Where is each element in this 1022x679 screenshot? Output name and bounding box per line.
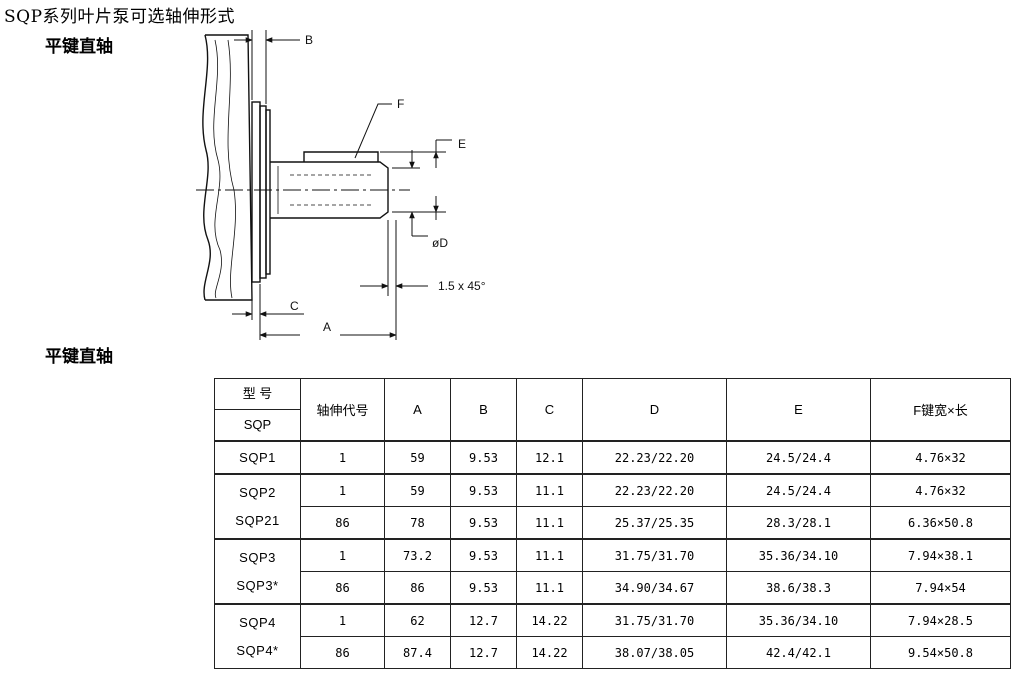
cell-e: 28.3/28.1 bbox=[726, 506, 871, 540]
cell-code: 86 bbox=[300, 506, 385, 540]
cell-f: 6.36×50.8 bbox=[870, 506, 1011, 540]
header-a: A bbox=[384, 378, 451, 442]
cell-c: 14.22 bbox=[516, 603, 583, 637]
cell-b: 9.53 bbox=[450, 538, 517, 572]
table-row: 86 87.4 12.7 14.22 38.07/38.05 42.4/42.1… bbox=[215, 636, 1011, 669]
section-heading-table: 平键直轴 bbox=[45, 347, 113, 367]
cell-b: 9.53 bbox=[450, 506, 517, 540]
leader-f bbox=[354, 103, 392, 159]
cell-a: 62 bbox=[384, 603, 451, 637]
cell-d: 22.23/22.20 bbox=[582, 440, 727, 475]
cell-e: 24.5/24.4 bbox=[726, 440, 871, 475]
header-shaft-code: 轴伸代号 bbox=[300, 378, 385, 442]
model-cell: SQP1 bbox=[214, 440, 301, 475]
table-row: SQP3 SQP3* 1 73.2 9.53 11.1 31.75/31.70 … bbox=[214, 538, 1011, 605]
dimension-chamfer bbox=[360, 220, 428, 296]
model-name: SQP4 bbox=[239, 614, 276, 630]
model-name: SQP2 bbox=[239, 484, 276, 500]
dimension-b bbox=[234, 30, 300, 104]
cell-d: 25.37/25.35 bbox=[582, 506, 727, 540]
table-header-row: 型 号 SQP 轴伸代号 A B C D E F键宽×长 bbox=[214, 378, 1011, 442]
shaft-spec-table: 型 号 SQP 轴伸代号 A B C D E F键宽×长 SQP1 1 59 9… bbox=[214, 378, 1011, 669]
cell-c: 11.1 bbox=[516, 571, 583, 605]
cell-a: 87.4 bbox=[384, 636, 451, 669]
model-cell: SQP3 SQP3* bbox=[214, 538, 301, 605]
cell-code: 86 bbox=[300, 571, 385, 605]
cell-code: 86 bbox=[300, 636, 385, 669]
label-b: B bbox=[305, 33, 313, 47]
cell-e: 24.5/24.4 bbox=[726, 473, 871, 507]
label-d: øD bbox=[432, 236, 448, 250]
cell-f: 7.94×38.1 bbox=[870, 538, 1011, 572]
cell-b: 9.53 bbox=[450, 440, 517, 475]
cell-c: 11.1 bbox=[516, 538, 583, 572]
table-row: SQP1 1 59 9.53 12.1 22.23/22.20 24.5/24.… bbox=[214, 440, 1011, 475]
header-b: B bbox=[450, 378, 517, 442]
pump-body-outline bbox=[202, 34, 253, 301]
cell-a: 73.2 bbox=[384, 538, 451, 572]
cell-code: 1 bbox=[300, 440, 385, 475]
dimension-a bbox=[259, 296, 397, 340]
cell-b: 9.53 bbox=[450, 473, 517, 507]
label-chamfer: 1.5 x 45° bbox=[438, 279, 486, 293]
cell-a: 59 bbox=[384, 473, 451, 507]
dimension-e bbox=[380, 139, 452, 220]
header-d: D bbox=[582, 378, 727, 442]
section-heading-drawing: 平键直轴 bbox=[45, 37, 113, 57]
label-c: C bbox=[290, 299, 299, 313]
label-a: A bbox=[323, 320, 331, 334]
model-cell: SQP4 SQP4* bbox=[214, 603, 301, 669]
header-model-label: 型 号 bbox=[242, 386, 273, 401]
model-name: SQP4* bbox=[236, 642, 279, 658]
cell-c: 11.1 bbox=[516, 473, 583, 507]
cell-f: 7.94×28.5 bbox=[870, 603, 1011, 637]
cell-e: 35.36/34.10 bbox=[726, 538, 871, 572]
cell-c: 12.1 bbox=[516, 440, 583, 475]
model-name: SQP3* bbox=[236, 577, 279, 593]
cell-code: 1 bbox=[300, 473, 385, 507]
cell-d: 38.07/38.05 bbox=[582, 636, 727, 669]
cell-f: 4.76×32 bbox=[870, 440, 1011, 475]
cell-b: 12.7 bbox=[450, 636, 517, 669]
shaft-outline bbox=[270, 151, 389, 219]
table-row: 86 86 9.53 11.1 34.90/34.67 38.6/38.3 7.… bbox=[215, 571, 1011, 605]
dimension-c bbox=[232, 284, 304, 340]
cell-code: 1 bbox=[300, 603, 385, 637]
label-e: E bbox=[458, 137, 466, 151]
cell-a: 86 bbox=[384, 571, 451, 605]
cell-d: 31.75/31.70 bbox=[582, 603, 727, 637]
model-name: SQP21 bbox=[235, 512, 280, 528]
cell-f: 4.76×32 bbox=[870, 473, 1011, 507]
cell-e: 42.4/42.1 bbox=[726, 636, 871, 669]
page-title: SQP系列叶片泵可选轴伸形式 bbox=[4, 7, 236, 27]
cell-b: 12.7 bbox=[450, 603, 517, 637]
cell-f: 9.54×50.8 bbox=[870, 636, 1011, 669]
cell-d: 31.75/31.70 bbox=[582, 538, 727, 572]
header-model: 型 号 SQP bbox=[214, 378, 301, 442]
cell-f: 7.94×54 bbox=[870, 571, 1011, 605]
cell-e: 35.36/34.10 bbox=[726, 603, 871, 637]
flange-outline bbox=[251, 101, 271, 283]
table-row: SQP4 SQP4* 1 62 12.7 14.22 31.75/31.70 3… bbox=[214, 603, 1011, 669]
cell-d: 22.23/22.20 bbox=[582, 473, 727, 507]
table-row: SQP2 SQP21 1 59 9.53 11.1 22.23/22.20 24… bbox=[214, 473, 1011, 540]
cell-c: 11.1 bbox=[516, 506, 583, 540]
header-model-series: SQP bbox=[215, 409, 300, 440]
cell-b: 9.53 bbox=[450, 571, 517, 605]
header-f: F键宽×长 bbox=[870, 378, 1011, 442]
model-cell: SQP2 SQP21 bbox=[214, 473, 301, 540]
cell-e: 38.6/38.3 bbox=[726, 571, 871, 605]
cell-a: 59 bbox=[384, 440, 451, 475]
dimension-d bbox=[392, 150, 428, 237]
table-row: 86 78 9.53 11.1 25.37/25.35 28.3/28.1 6.… bbox=[215, 506, 1011, 540]
model-name: SQP3 bbox=[239, 549, 276, 565]
cell-a: 78 bbox=[384, 506, 451, 540]
cell-c: 14.22 bbox=[516, 636, 583, 669]
cell-code: 1 bbox=[300, 538, 385, 572]
header-e: E bbox=[726, 378, 871, 442]
cell-d: 34.90/34.67 bbox=[582, 571, 727, 605]
header-c: C bbox=[516, 378, 583, 442]
label-f: F bbox=[397, 97, 404, 111]
